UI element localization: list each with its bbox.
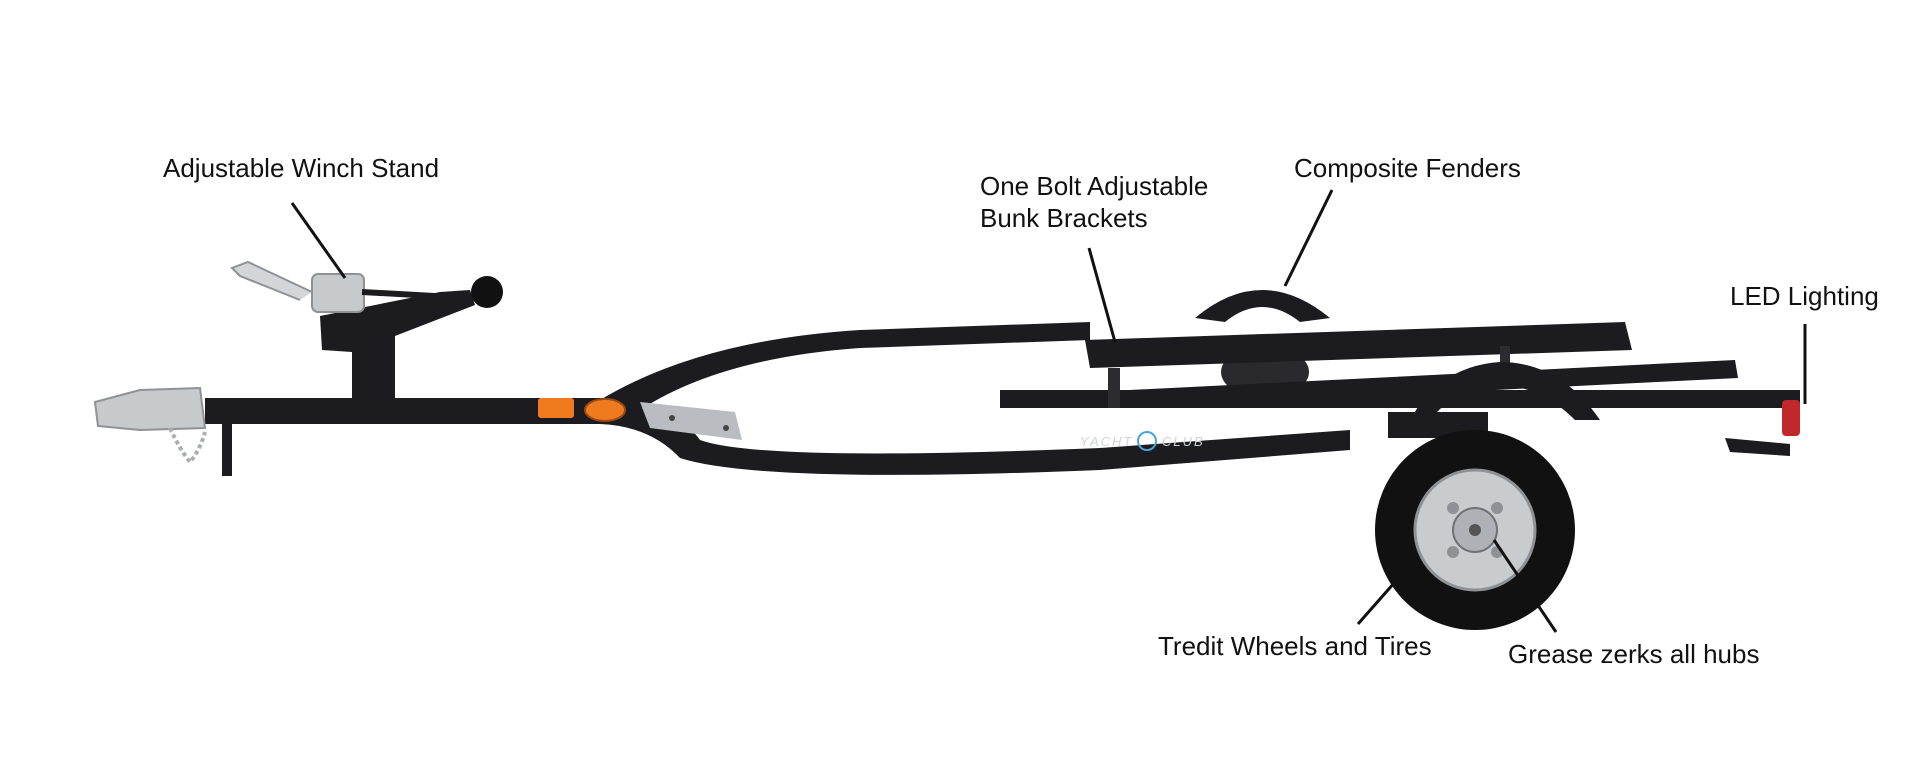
plate-bolt <box>723 425 729 431</box>
leader-line-fenders <box>1283 189 1334 287</box>
brand-logo-icon <box>1137 431 1157 451</box>
bunk-lower <box>1130 360 1738 408</box>
brand-left: YACHT <box>1080 434 1133 449</box>
led-tail-light <box>1782 400 1800 436</box>
label-tredit-wheels-and-tires: Tredit Wheels and Tires <box>1158 631 1432 661</box>
leader-line-grease <box>1492 539 1558 633</box>
grease-zerk <box>1469 524 1481 536</box>
label-led-lighting: LED Lighting <box>1730 281 1879 311</box>
leader-line-bunk <box>1087 247 1117 343</box>
winch-post <box>320 290 475 400</box>
bow-roller <box>471 276 503 308</box>
rim-hole <box>1447 546 1459 558</box>
safety-chain <box>168 427 207 466</box>
brand-right: CLUB <box>1162 434 1205 449</box>
coupler <box>93 386 207 432</box>
rim-hole <box>1447 502 1459 514</box>
label-one-bolt-bunk-brackets: One Bolt Adjustable Bunk Brackets <box>980 171 1209 233</box>
rim-hole <box>1491 502 1503 514</box>
label-adjustable-winch-stand: Adjustable Winch Stand <box>163 153 440 183</box>
label-grease-zerks-all-hubs: Grease zerks all hubs <box>1508 639 1760 669</box>
frame-side-rail <box>600 402 1350 475</box>
amber-reflector <box>538 398 574 418</box>
winch-strap <box>361 289 471 301</box>
bunk-bracket <box>1108 368 1120 408</box>
jack-foot <box>222 424 232 476</box>
plate-bolt <box>669 415 675 421</box>
rear-fender <box>1195 290 1330 322</box>
leader-line-wheels <box>1356 573 1404 625</box>
winch-drum <box>311 273 365 313</box>
amber-marker-light <box>584 398 626 422</box>
rear-step <box>1725 438 1790 456</box>
frame-front-arm <box>600 322 1090 410</box>
winch-handle <box>230 260 313 301</box>
bunk-upper <box>1085 322 1632 368</box>
leader-line-winch <box>290 202 347 279</box>
label-composite-fenders: Composite Fenders <box>1294 153 1521 183</box>
steel-plate <box>640 402 742 440</box>
front-fender <box>1410 362 1600 420</box>
